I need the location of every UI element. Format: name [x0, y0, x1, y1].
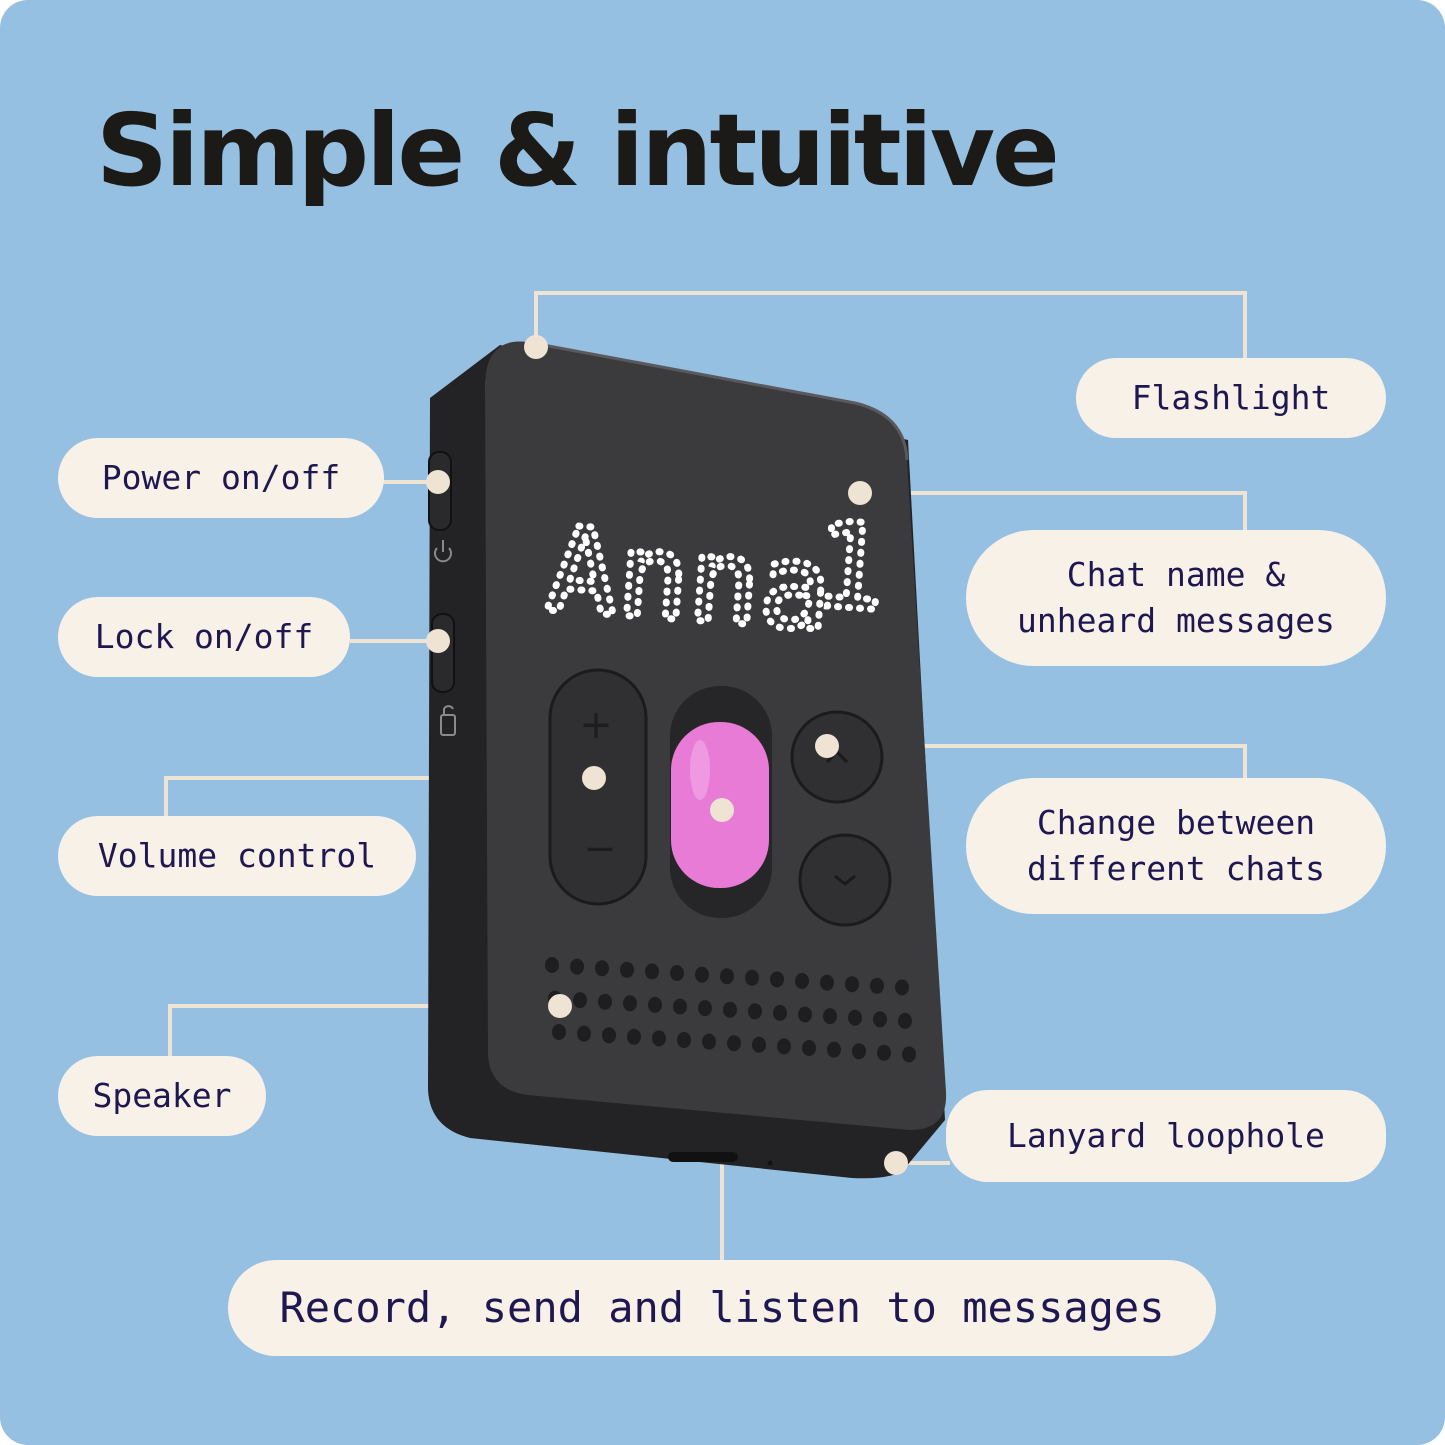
speaker-hole [748, 1003, 762, 1020]
speaker-hole [652, 1030, 666, 1047]
callout-record: Record, send and listen to messages [228, 1260, 1216, 1356]
callout-lock: Lock on/off [58, 597, 350, 677]
speaker-hole [598, 993, 612, 1010]
speaker-hole [602, 1027, 616, 1044]
callout-volume-label: Volume control [97, 835, 377, 875]
speaker-hole [745, 969, 759, 986]
callout-speaker: Speaker [58, 1056, 266, 1136]
chat-up-button [790, 710, 884, 804]
power-symbol-icon [434, 540, 452, 563]
speaker-hole [795, 973, 809, 989]
speaker-grille [545, 957, 916, 1063]
speaker-hole [570, 958, 584, 975]
speaker-hole [773, 1004, 787, 1021]
callout-power: Power on/off [58, 438, 384, 518]
speaker-hole [752, 1036, 766, 1053]
marker-record [710, 798, 734, 822]
leader-chat-name [860, 491, 1247, 532]
speaker-hole [873, 1011, 887, 1028]
device: Anna 1 + − [428, 340, 947, 1179]
callout-power-label: Power on/off [101, 457, 341, 497]
speaker-hole [777, 1038, 791, 1055]
usb-port [668, 1152, 738, 1162]
speaker-hole [820, 974, 834, 991]
leader-change-chats [827, 744, 1247, 780]
speaker-hole [848, 1009, 862, 1026]
chat-down-button [798, 833, 892, 927]
volume-up-icon: + [579, 702, 613, 748]
callout-change-chats: Change between different chats [966, 778, 1386, 914]
speaker-hole [677, 1032, 691, 1048]
callout-lanyard-label: Lanyard loophole [1007, 1115, 1325, 1155]
speaker-hole [623, 995, 637, 1012]
speaker-hole [823, 1008, 837, 1025]
speaker-hole [648, 996, 662, 1013]
speaker-hole [670, 965, 684, 981]
speaker-hole [577, 1025, 591, 1042]
leader-flashlight [534, 291, 1247, 360]
speaker-hole [645, 963, 659, 980]
speaker-hole [802, 1040, 816, 1056]
unread-counter: 1 [810, 495, 891, 638]
callout-change-chats-line1: Change between [1036, 802, 1316, 842]
callout-flashlight-label: Flashlight [1131, 377, 1331, 417]
callout-chat-name: Chat name & unheard messages [966, 530, 1386, 666]
marker-lanyard [884, 1151, 908, 1175]
speaker-hole [895, 979, 909, 996]
speaker-hole [673, 998, 687, 1015]
volume-down-icon: − [583, 826, 617, 872]
callout-speaker-label: Speaker [92, 1075, 232, 1115]
lock-button [431, 613, 455, 693]
speaker-hole [723, 1001, 737, 1018]
callout-lanyard: Lanyard loophole [946, 1090, 1386, 1182]
speaker-hole [698, 1000, 712, 1017]
chevron-down-icon [834, 874, 856, 886]
speaker-hole [573, 992, 587, 1009]
callout-change-chats-line2: different chats [1026, 849, 1325, 888]
callout-chat-name-line2: unheard messages [1017, 601, 1335, 640]
marker-flashlight [524, 335, 548, 359]
marker-power [426, 470, 450, 494]
marker-lock [426, 629, 450, 653]
marker-speaker [548, 994, 572, 1018]
speaker-hole [827, 1041, 841, 1058]
speaker-hole [877, 1044, 891, 1061]
callout-record-label: Record, send and listen to messages [279, 1282, 1165, 1332]
speaker-hole [852, 1043, 866, 1060]
marker-volume [582, 766, 606, 790]
speaker-hole [620, 961, 634, 978]
speaker-hole [727, 1035, 741, 1052]
speaker-hole [870, 977, 884, 994]
speaker-hole [552, 1024, 566, 1040]
speaker-hole [902, 1046, 916, 1063]
headline: Simple & intuitive [96, 92, 1060, 209]
speaker-hole [595, 960, 609, 977]
speaker-hole [702, 1033, 716, 1050]
speaker-hole [845, 976, 859, 993]
marker-change-chats [815, 734, 839, 758]
record-button-highlight [690, 740, 710, 800]
callout-flashlight: Flashlight [1076, 358, 1386, 438]
marker-chat-name [848, 481, 872, 505]
device-edge-highlight [526, 340, 909, 461]
speaker-hole [545, 957, 559, 973]
microphone-hole [767, 1160, 773, 1166]
speaker-hole [720, 968, 734, 985]
speaker-hole [695, 966, 709, 983]
callout-volume: Volume control [58, 816, 416, 896]
callout-chat-name-line1: Chat name & [1066, 554, 1286, 594]
speaker-hole [627, 1028, 641, 1045]
speaker-hole [770, 971, 784, 988]
speaker-hole [898, 1012, 912, 1029]
speaker-hole [798, 1006, 812, 1023]
lock-symbol-icon [440, 705, 456, 736]
display-text: Anna [543, 500, 836, 657]
callout-markers [426, 335, 908, 1175]
callout-lock-label: Lock on/off [94, 616, 314, 656]
